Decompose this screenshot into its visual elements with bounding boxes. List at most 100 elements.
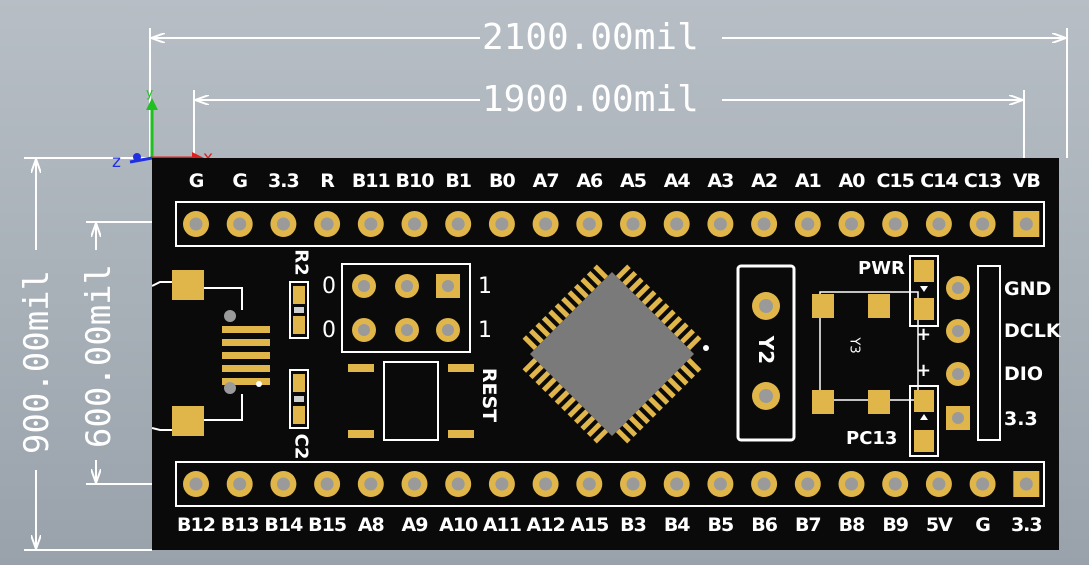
- bottom-pin-hole: [495, 477, 509, 491]
- bottom-pin-hole: [276, 477, 290, 491]
- swd-label-3v3: 3.3: [1004, 408, 1038, 430]
- mcu-pin: [686, 335, 702, 351]
- pin-label: B8: [838, 514, 866, 536]
- pc13-label: PC13: [846, 428, 898, 449]
- pin-label: B7: [794, 514, 822, 536]
- dim-pin-span: [193, 90, 1025, 200]
- bottom-pin-hole: [670, 477, 684, 491]
- top-pin-hole: [1019, 217, 1033, 231]
- c2-capacitor: [289, 369, 309, 429]
- top-pin-hole: [451, 217, 465, 231]
- pwr-led-plus: +: [916, 324, 932, 345]
- bottom-pin-hole: [801, 477, 815, 491]
- pin-label: A9: [401, 514, 429, 536]
- pwr-label: PWR: [858, 258, 905, 279]
- mcu-pin: [667, 377, 683, 393]
- bottom-header-pins: [183, 471, 1040, 497]
- top-pin-hole: [408, 217, 421, 231]
- mcu-pin: [535, 370, 551, 386]
- pin-label: A0: [838, 170, 866, 192]
- swd-label-dclk: DCLK: [1004, 320, 1061, 342]
- bottom-pin-hole: [976, 477, 990, 491]
- mcu-pin: [648, 296, 663, 312]
- mcu-pin: [654, 303, 670, 318]
- r2-label: R2: [290, 249, 312, 276]
- bottom-pin-hole: [1019, 477, 1033, 491]
- jumper-left-top: 0: [322, 274, 336, 299]
- pin-label: A1: [794, 170, 822, 192]
- pwr-led: [909, 255, 939, 327]
- mcu-pin: [593, 264, 609, 280]
- top-header-outline: [175, 201, 1045, 247]
- pin-label: A15: [570, 514, 609, 536]
- pin-label: A6: [576, 170, 603, 192]
- bottom-pin-hole: [233, 477, 247, 491]
- top-pin-hole: [233, 217, 247, 231]
- bottom-pin-hole: [364, 477, 378, 491]
- pin-label: G: [188, 170, 205, 192]
- top-pin-hole: [670, 217, 684, 231]
- pin-label: B13: [220, 514, 260, 536]
- y2-crystal: [736, 264, 796, 442]
- bottom-pin-hole: [932, 477, 946, 491]
- mcu-pin: [654, 390, 670, 405]
- bottom-pin-hole: [408, 477, 421, 491]
- dim-row-spacing-label: 600.00mil: [79, 263, 119, 449]
- mcu-pin: [554, 390, 570, 405]
- bottom-pin-hole: [451, 477, 465, 491]
- mcu-pin: [548, 309, 564, 325]
- top-pin-hole: [976, 217, 990, 231]
- pin-label: B6: [751, 514, 778, 536]
- pin-label: B14: [264, 514, 303, 536]
- mcu-chip: [522, 264, 702, 444]
- reset-button: [348, 361, 474, 441]
- pc13-led-plus: +: [916, 360, 932, 381]
- mcu-pin: [541, 315, 557, 331]
- bottom-header-outline: [175, 461, 1045, 507]
- mcu-pin: [580, 277, 596, 293]
- mcu-pin: [660, 383, 676, 399]
- jumper-right-bottom: 1: [478, 318, 492, 343]
- bottom-pin-hole: [539, 477, 553, 491]
- pin-label: A12: [526, 514, 566, 536]
- pin-label: A10: [439, 514, 478, 536]
- c2-label: C2: [290, 433, 312, 460]
- bottom-pin-hole: [713, 477, 727, 491]
- top-pin-hole: [495, 217, 509, 231]
- mcu-pin: [567, 290, 583, 306]
- top-pin-hole: [582, 217, 596, 231]
- bottom-pin-hole: [757, 477, 771, 491]
- mcu-pin: [615, 428, 631, 444]
- mcu-pin: [622, 270, 638, 286]
- mcu-pin: [641, 290, 657, 306]
- mcu-pin: [586, 270, 602, 286]
- bottom-pin-hole: [626, 477, 640, 491]
- mcu-pin: [673, 322, 689, 338]
- bottom-pin-hole: [888, 477, 902, 491]
- swd-header: [946, 265, 1001, 441]
- y3-label: Y3: [846, 337, 862, 354]
- mcu-pin1-dot: [703, 345, 709, 351]
- boot-jumper: [341, 263, 471, 353]
- mcu-pin: [586, 422, 602, 438]
- pin-label: B9: [882, 514, 909, 536]
- mcu-pin: [641, 402, 657, 418]
- mcu-pin: [522, 357, 538, 373]
- dim-pin-span-label: 1900.00mil: [482, 79, 699, 120]
- top-pin-hole: [845, 217, 858, 231]
- mcu-pin: [622, 422, 638, 438]
- rest-label: REST: [478, 367, 501, 423]
- top-pin-hole: [801, 217, 815, 231]
- pin-label: 3.3: [1010, 514, 1043, 536]
- bottom-pin-hole: [320, 477, 334, 491]
- top-pin-hole: [888, 217, 902, 231]
- mcu-pin: [648, 396, 663, 412]
- mcu-pin: [528, 328, 544, 344]
- mcu-pin: [628, 277, 644, 293]
- mcu-pin: [660, 309, 676, 325]
- dim-board-width: [149, 28, 1068, 158]
- mcu-pin: [522, 335, 538, 351]
- mcu-pin: [528, 364, 544, 380]
- mcu-pin: [667, 315, 683, 331]
